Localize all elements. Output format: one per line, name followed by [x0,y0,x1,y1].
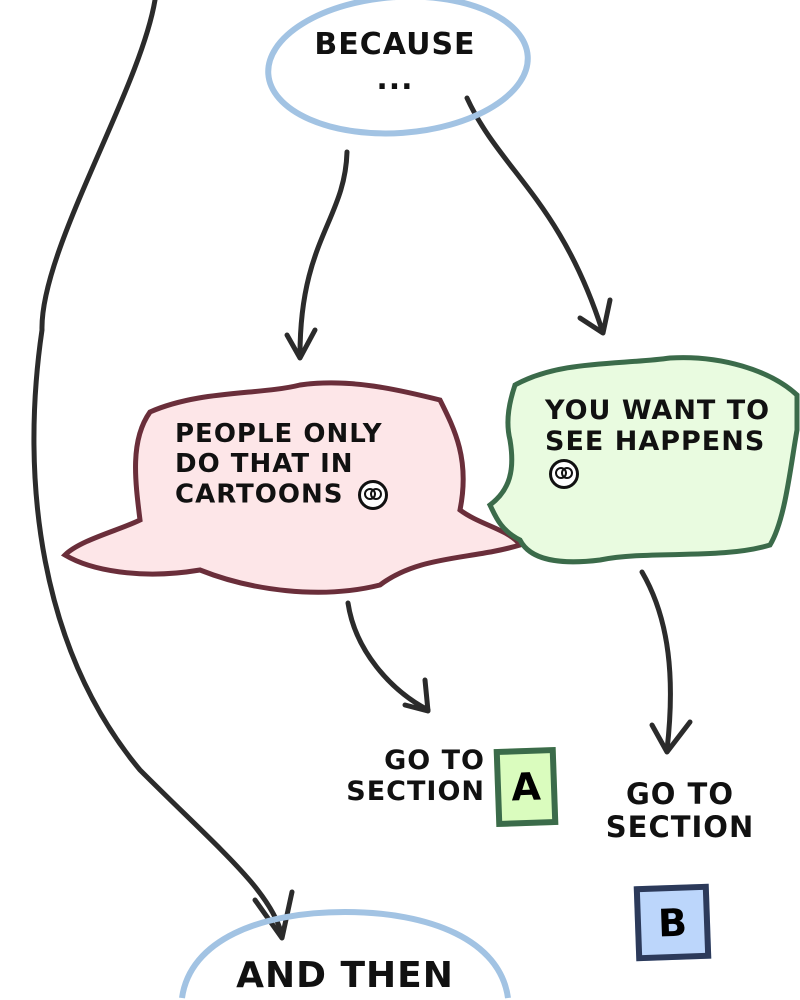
because-label: BECAUSE ... [314,27,476,97]
arrow-head [252,889,295,941]
arrow-cartoons-to-a [345,600,431,713]
cartoons-cloud [60,380,524,595]
rolling-eyes-face-icon [357,479,388,510]
because-ellipse [265,0,531,137]
want-label: YOU WANT TO SEE HAPPENS [545,395,771,458]
section-b-badge[interactable]: B [633,883,712,962]
want-cloud [486,355,800,565]
want-node: YOU WANT TO SEE HAPPENS [545,395,775,489]
arrow-because-to-want [464,95,605,333]
cartoons-label: PEOPLE ONLY DO THAT IN CARTOONS [175,419,383,510]
grinning-face-icon [549,458,579,489]
arrow-head [284,327,318,361]
arrow-head [402,677,431,714]
section-a-badge[interactable]: A [493,746,559,828]
cartoons-node: PEOPLE ONLY DO THAT IN CARTOONS [175,419,425,510]
arrow-want-to-b [639,569,673,753]
arrow-head [649,719,693,755]
and-then-ellipse [179,908,511,999]
arrow-because-to-cartoons [297,149,350,358]
and-then-label: AND THEN [236,955,454,996]
go-to-section-b-label: GO TO SECTION [605,777,755,845]
long-flow-line [31,0,285,938]
arrow-head [577,297,613,336]
go-to-section-a-label: GO TO SECTION [346,745,485,808]
